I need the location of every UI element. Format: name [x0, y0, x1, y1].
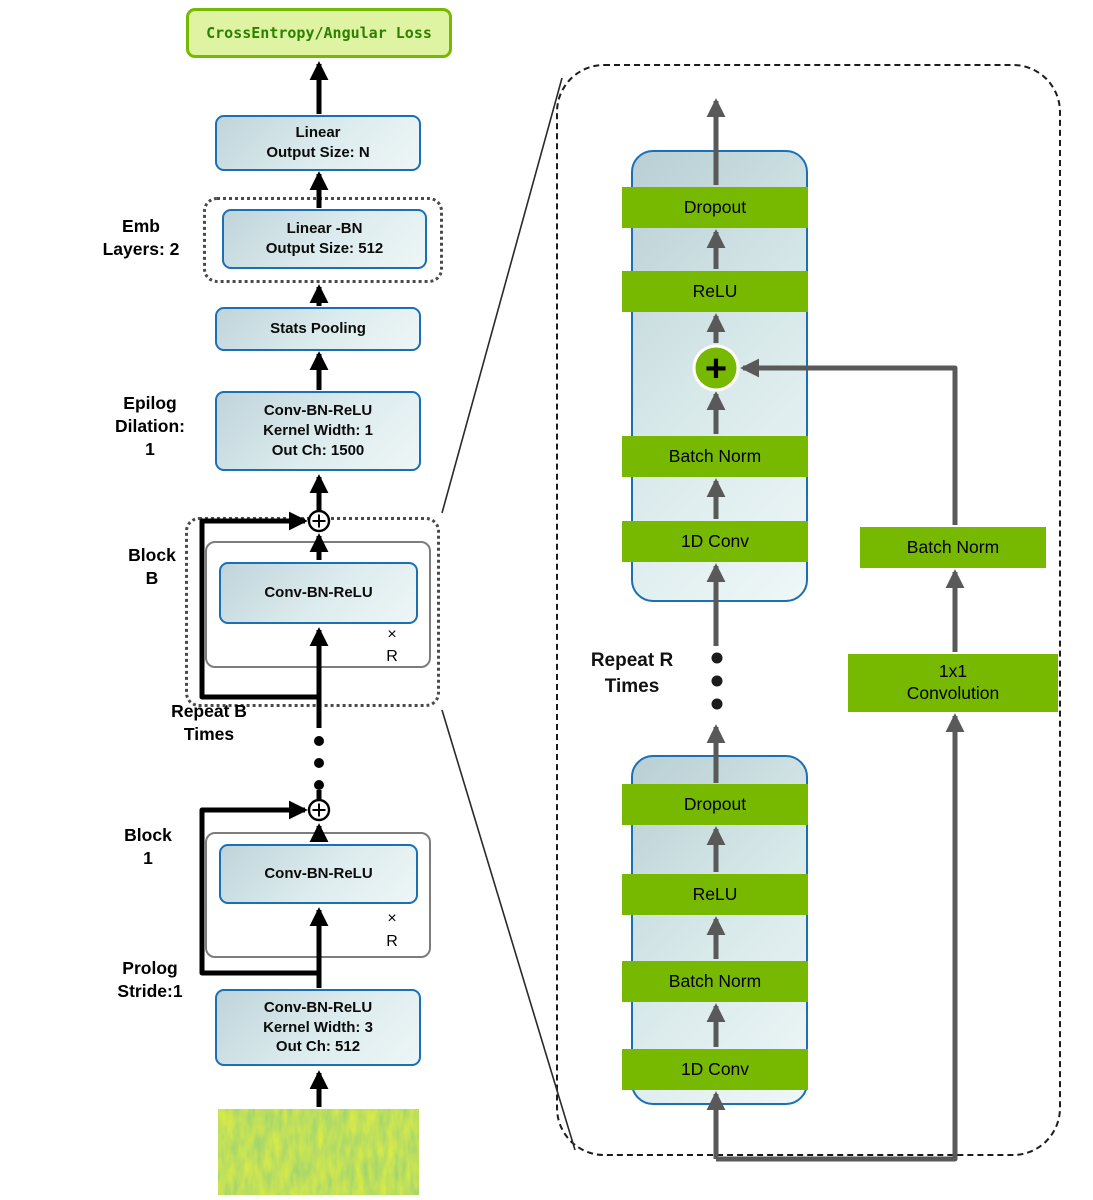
bottom-batch-norm-layer: Batch Norm	[622, 961, 808, 1002]
box-text-line: Kernel Width: 1	[263, 422, 373, 440]
left-ellipsis-icon	[314, 736, 324, 790]
box-text-line: Conv-BN-ReLU	[264, 865, 373, 883]
bottom-relu-layer: ReLU	[622, 874, 808, 915]
label-line: Block	[124, 825, 172, 845]
block-1-conv-box: Conv-BN-ReLU	[219, 844, 418, 904]
top-batch-norm-layer: Batch Norm	[622, 436, 808, 477]
box-text-line: Out Ch: 512	[275, 1038, 361, 1056]
label-line: Layers: 2	[102, 239, 180, 260]
prolog-box: Conv-BN-ReLU Kernel Width: 3 Out Ch: 512	[215, 989, 421, 1066]
block-1-times-icon: ×	[387, 910, 397, 927]
label-line: Epilog	[123, 393, 177, 413]
linear-output-box: Linear Output Size: N	[215, 115, 421, 171]
layer-label: 1D Conv	[680, 1058, 750, 1079]
label-line: Dilation:	[115, 416, 185, 437]
layer-label: Batch Norm	[668, 445, 762, 466]
layer-label: ReLU	[692, 883, 738, 904]
label-line: Emb	[122, 216, 160, 236]
box-text-line: Linear -BN	[286, 220, 363, 238]
epilog-box: Conv-BN-ReLU Kernel Width: 1 Out Ch: 150…	[215, 391, 421, 471]
box-text-line: Conv-BN-ReLU	[263, 998, 373, 1016]
layer-label: Batch Norm	[668, 970, 762, 991]
layer-label: ReLU	[692, 280, 738, 301]
emb-layers-label: Emb Layers: 2	[85, 215, 197, 261]
block-1-repeat-count: R	[386, 933, 398, 950]
epilog-label: Epilog Dilation: 1	[92, 392, 208, 461]
layer-label: Dropout	[683, 196, 747, 217]
loss-label: CrossEntropy/Angular Loss	[206, 24, 432, 42]
box-text-line: Output Size: N	[266, 144, 370, 161]
block-b-repeat-count: R	[386, 648, 398, 665]
label-line: Times	[183, 724, 235, 745]
label-line: Repeat B	[171, 701, 247, 721]
box-text-line: Output Size: 512	[265, 240, 384, 257]
emb-linear-bn-box: Linear -BN Output Size: 512	[222, 209, 427, 269]
box-text-line: Kernel Width: 3	[263, 1018, 373, 1036]
label-line: B	[145, 568, 159, 589]
block-b-conv-box: Conv-BN-ReLU	[219, 562, 418, 624]
layer-label: 1x1	[938, 661, 968, 682]
repeat-r-label: Repeat R Times	[572, 648, 692, 699]
block-b-label: Block B	[112, 544, 192, 590]
label-line: Times	[604, 675, 660, 697]
layer-label: Dropout	[683, 793, 747, 814]
stats-pooling-box: Stats Pooling	[215, 307, 421, 351]
layer-label: Batch Norm	[906, 536, 1000, 557]
label-line: Prolog	[122, 958, 178, 978]
bottom-dropout-layer: Dropout	[622, 784, 808, 825]
spectrogram-texture	[218, 1109, 419, 1195]
residual-add-icon-block-1	[307, 798, 331, 822]
branch-1x1-conv-layer: 1x1 Convolution	[848, 654, 1058, 712]
spectrogram-input-image	[218, 1109, 419, 1195]
label-line: 1	[143, 848, 153, 869]
branch-batch-norm-layer: Batch Norm	[860, 527, 1046, 568]
top-relu-layer: ReLU	[622, 271, 808, 312]
label-line: 1	[145, 439, 155, 460]
block-1-label: Block 1	[108, 824, 188, 870]
layer-label: Convolution	[906, 683, 1000, 703]
layer-label: 1D Conv	[680, 530, 750, 551]
box-text-line: Conv-BN-ReLU	[264, 584, 373, 602]
box-text-line: Conv-BN-ReLU	[263, 402, 373, 420]
box-text-line: Out Ch: 1500	[271, 441, 365, 459]
top-dropout-layer: Dropout	[622, 187, 808, 228]
loss-box: CrossEntropy/Angular Loss	[186, 8, 452, 58]
repeat-b-label: Repeat B Times	[146, 700, 272, 746]
label-line: Block	[128, 545, 176, 565]
label-line: Repeat R	[590, 650, 674, 671]
top-1d-conv-layer: 1D Conv	[622, 521, 808, 562]
label-line: Stride:1	[117, 981, 183, 1002]
box-text-line: Stats Pooling	[270, 320, 366, 338]
block-b-times-icon: ×	[387, 626, 397, 643]
prolog-label: Prolog Stride:1	[90, 957, 210, 1003]
box-text-line: Linear	[295, 124, 341, 142]
bottom-1d-conv-layer: 1D Conv	[622, 1049, 808, 1090]
